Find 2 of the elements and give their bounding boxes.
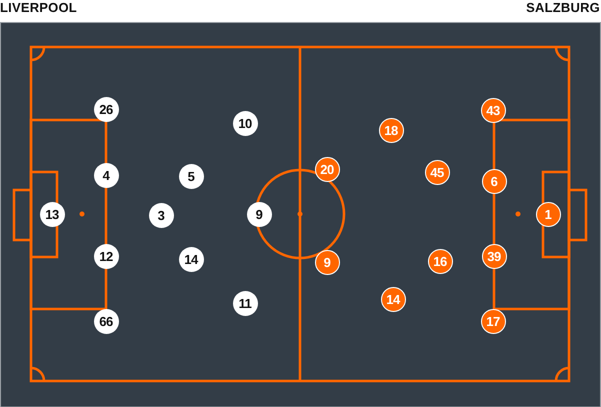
team-name: SALZBURG bbox=[526, 0, 600, 15]
team-name: LIVERPOOL bbox=[0, 0, 77, 15]
